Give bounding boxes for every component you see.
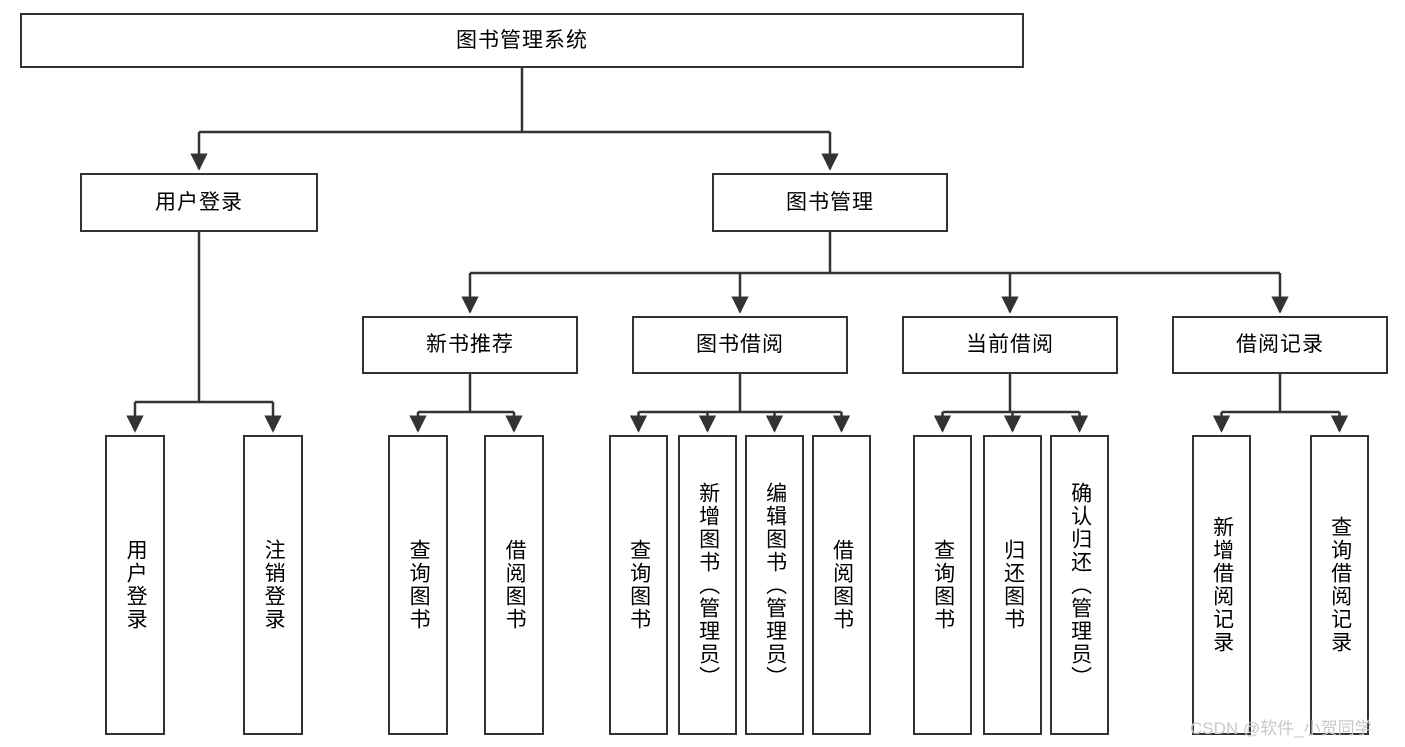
level2-node-1-label: 图书管理 — [786, 190, 874, 214]
leaf-node-1: 注销登录 — [243, 435, 303, 735]
level3-node-1-label: 图书借阅 — [696, 333, 784, 357]
leaf-node-10-label: 确认归还（管理员） — [1068, 481, 1092, 689]
level3-node-0: 新书推荐 — [362, 316, 578, 374]
csdn-watermark: CSDN @软件_小贺同学 — [1190, 719, 1372, 738]
root-node-0-label: 图书管理系统 — [456, 28, 588, 52]
leaf-node-6: 编辑图书（管理员） — [745, 435, 804, 735]
leaf-node-1-label: 注销登录 — [262, 539, 286, 631]
level3-node-2: 当前借阅 — [902, 316, 1118, 374]
leaf-node-0-label: 用户登录 — [124, 539, 148, 631]
level3-node-2-label: 当前借阅 — [966, 333, 1054, 357]
leaf-node-2-label: 查询图书 — [407, 539, 431, 631]
leaf-node-10: 确认归还（管理员） — [1050, 435, 1109, 735]
leaf-node-2: 查询图书 — [388, 435, 448, 735]
leaf-node-11: 新增借阅记录 — [1192, 435, 1251, 735]
leaf-node-4: 查询图书 — [609, 435, 668, 735]
leaf-node-6-label: 编辑图书（管理员） — [763, 481, 787, 689]
level3-node-3: 借阅记录 — [1172, 316, 1388, 374]
leaf-node-4-label: 查询图书 — [627, 539, 651, 631]
leaf-node-7-label: 借阅图书 — [830, 539, 854, 631]
level3-node-1: 图书借阅 — [632, 316, 848, 374]
leaf-node-5: 新增图书（管理员） — [678, 435, 737, 735]
leaf-node-9-label: 归还图书 — [1001, 539, 1025, 631]
level3-node-0-label: 新书推荐 — [426, 333, 514, 357]
leaf-node-12-label: 查询借阅记录 — [1328, 516, 1352, 654]
level2-node-0: 用户登录 — [80, 173, 318, 232]
level3-node-3-label: 借阅记录 — [1236, 333, 1324, 357]
level2-node-1: 图书管理 — [712, 173, 948, 232]
leaf-node-8: 查询图书 — [913, 435, 972, 735]
leaf-node-8-label: 查询图书 — [931, 539, 955, 631]
root-node-0: 图书管理系统 — [20, 13, 1024, 68]
leaf-node-11-label: 新增借阅记录 — [1210, 516, 1234, 654]
leaf-node-0: 用户登录 — [105, 435, 165, 735]
leaf-node-5-label: 新增图书（管理员） — [696, 481, 720, 689]
level2-node-0-label: 用户登录 — [155, 190, 243, 214]
leaf-node-7: 借阅图书 — [812, 435, 871, 735]
leaf-node-3-label: 借阅图书 — [503, 539, 527, 631]
leaf-node-3: 借阅图书 — [484, 435, 544, 735]
leaf-node-9: 归还图书 — [983, 435, 1042, 735]
leaf-node-12: 查询借阅记录 — [1310, 435, 1369, 735]
